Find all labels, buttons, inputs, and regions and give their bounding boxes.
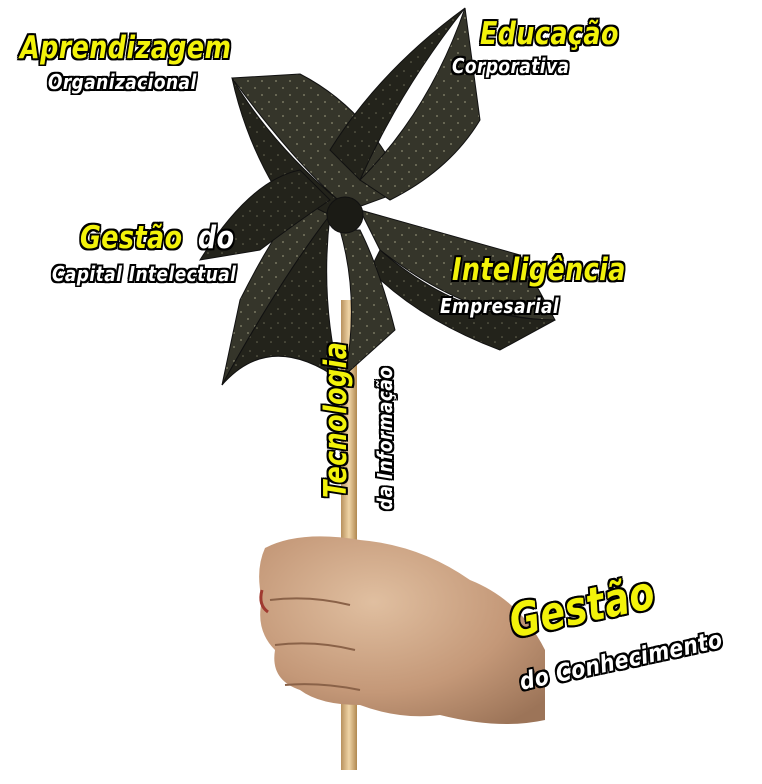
label-aprendizagem: Aprendizagem (20, 30, 231, 66)
label-gestao-capital-connector: do (198, 220, 234, 256)
label-inteligencia: Inteligência (452, 252, 626, 288)
label-organizacional: Organizacional (48, 70, 197, 94)
label-capital-intelectual: Capital Intelectual (52, 262, 236, 286)
label-empresarial: Empresarial (440, 294, 559, 318)
label-gestao-capital: Gestão (80, 220, 182, 256)
label-da-informacao: da Informação (373, 367, 397, 510)
label-tecnologia: Tecnologia (318, 342, 354, 498)
label-educacao: Educação (480, 16, 619, 52)
label-corporativa: Corporativa (452, 54, 569, 78)
hand (259, 536, 545, 724)
